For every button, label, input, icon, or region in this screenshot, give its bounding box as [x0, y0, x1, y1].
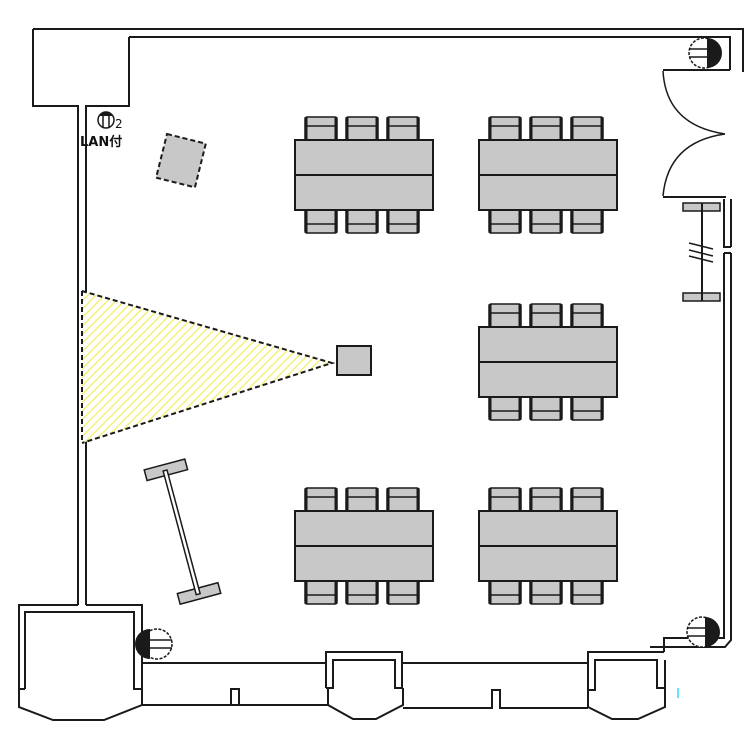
chair[interactable] — [488, 116, 522, 142]
podium-icon — [154, 132, 208, 189]
inner-wall-top — [129, 36, 731, 70]
chair[interactable] — [488, 208, 522, 234]
bay-middle — [325, 651, 404, 720]
break-mark-2 — [688, 249, 714, 257]
break-mark-1 — [688, 242, 714, 250]
walls — [18, 28, 744, 721]
lan-outlet[interactable]: 2 LAN付 — [80, 111, 123, 150]
screen-stand-pole — [162, 469, 202, 596]
chair[interactable] — [386, 579, 420, 605]
table-middle-right[interactable] — [478, 303, 618, 421]
chair[interactable] — [570, 303, 604, 329]
right-wall-lower-outer — [650, 199, 732, 648]
outlet-icon — [135, 628, 173, 660]
outlet-icon — [686, 616, 720, 648]
chair[interactable] — [529, 208, 563, 234]
door-leaf-top[interactable] — [662, 70, 726, 135]
right-wall-lower-inner — [663, 199, 731, 652]
chair[interactable] — [304, 487, 338, 513]
outlet-icon — [97, 111, 115, 129]
chair[interactable] — [570, 395, 604, 421]
podium[interactable] — [154, 132, 208, 189]
chair[interactable] — [345, 579, 379, 605]
chair[interactable] — [386, 208, 420, 234]
chair[interactable] — [529, 487, 563, 513]
table-bottom-right[interactable] — [478, 487, 618, 605]
chair[interactable] — [529, 116, 563, 142]
bottom-wall-notch-left — [230, 688, 240, 705]
chair[interactable] — [529, 395, 563, 421]
outlet-bottom-right[interactable] — [686, 616, 720, 648]
chair[interactable] — [488, 579, 522, 605]
projection-area — [81, 290, 336, 444]
chair[interactable] — [345, 487, 379, 513]
chair[interactable] — [345, 208, 379, 234]
chair[interactable] — [488, 303, 522, 329]
outlet-bottom-left[interactable] — [135, 628, 173, 660]
chair[interactable] — [488, 395, 522, 421]
bay-right — [587, 651, 666, 720]
chair[interactable] — [386, 116, 420, 142]
outlet-top-right[interactable] — [688, 37, 722, 69]
chair[interactable] — [570, 579, 604, 605]
projection-beam — [82, 291, 332, 443]
table-bottom-left[interactable] — [294, 487, 434, 605]
chair[interactable] — [304, 208, 338, 234]
chair[interactable] — [386, 487, 420, 513]
door-leaf-bottom[interactable] — [662, 133, 726, 197]
table-top-right[interactable] — [478, 116, 618, 234]
projector-icon — [336, 345, 372, 376]
screen-stand[interactable] — [143, 458, 222, 606]
tables — [294, 116, 618, 605]
chair[interactable] — [529, 579, 563, 605]
projector[interactable] — [336, 345, 372, 376]
break-mark-3 — [688, 255, 714, 263]
outer-wall-top — [33, 28, 744, 72]
bottom-wall-outer — [142, 689, 588, 709]
pillar-bottom-left — [18, 604, 143, 721]
table-top-left[interactable] — [294, 116, 434, 234]
chair[interactable] — [488, 487, 522, 513]
chair[interactable] — [304, 579, 338, 605]
chair[interactable] — [570, 487, 604, 513]
chair[interactable] — [570, 208, 604, 234]
lan-outlet-count: 2 — [115, 117, 123, 131]
door[interactable] — [662, 70, 726, 197]
projection-beam-outline — [81, 290, 336, 444]
pillar-bottom-left-inner — [24, 611, 142, 690]
chair[interactable] — [570, 116, 604, 142]
outlet-icon — [688, 37, 722, 69]
chair[interactable] — [345, 116, 379, 142]
lan-outlet-label: LAN付 — [80, 134, 122, 150]
chair[interactable] — [529, 303, 563, 329]
chair[interactable] — [304, 116, 338, 142]
whiteboard[interactable] — [682, 202, 721, 302]
